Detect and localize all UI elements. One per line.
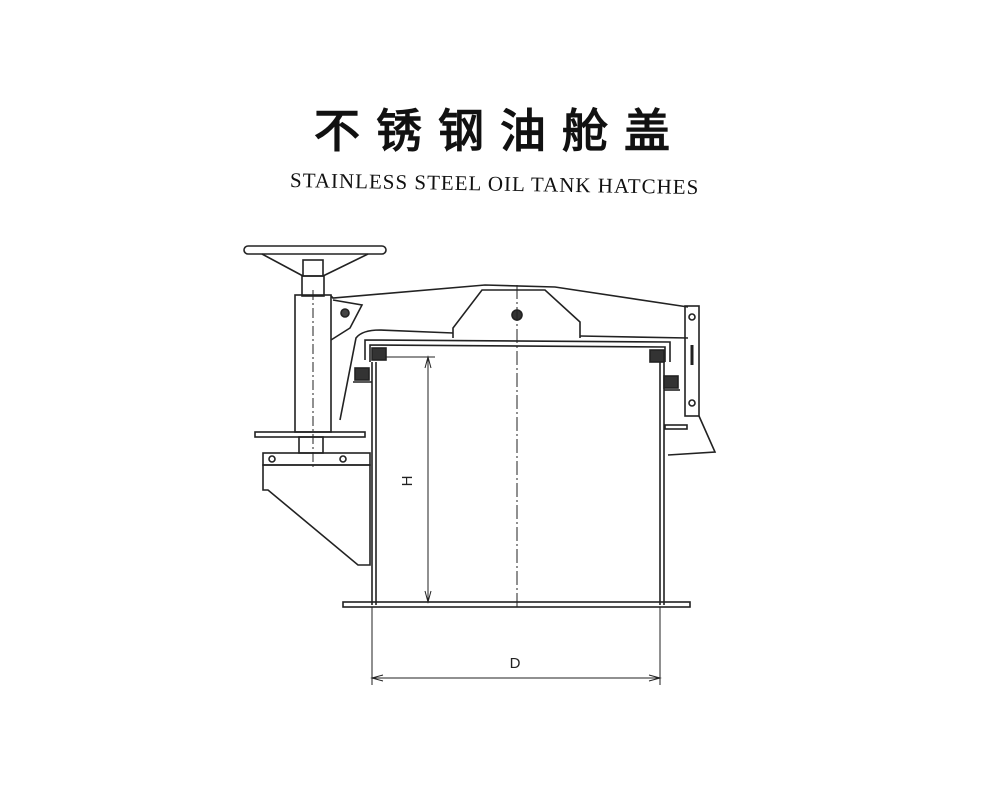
height-dimension xyxy=(385,355,435,604)
lever-arm xyxy=(330,284,717,456)
title-chinese: 不锈钢油舱盖 xyxy=(314,104,686,158)
diameter-label: D xyxy=(510,655,521,672)
diameter-dimension xyxy=(370,607,662,685)
handwheel xyxy=(243,245,387,297)
spindle-column xyxy=(254,290,371,566)
height-label: H xyxy=(399,476,416,487)
tank-coaming xyxy=(342,285,691,610)
